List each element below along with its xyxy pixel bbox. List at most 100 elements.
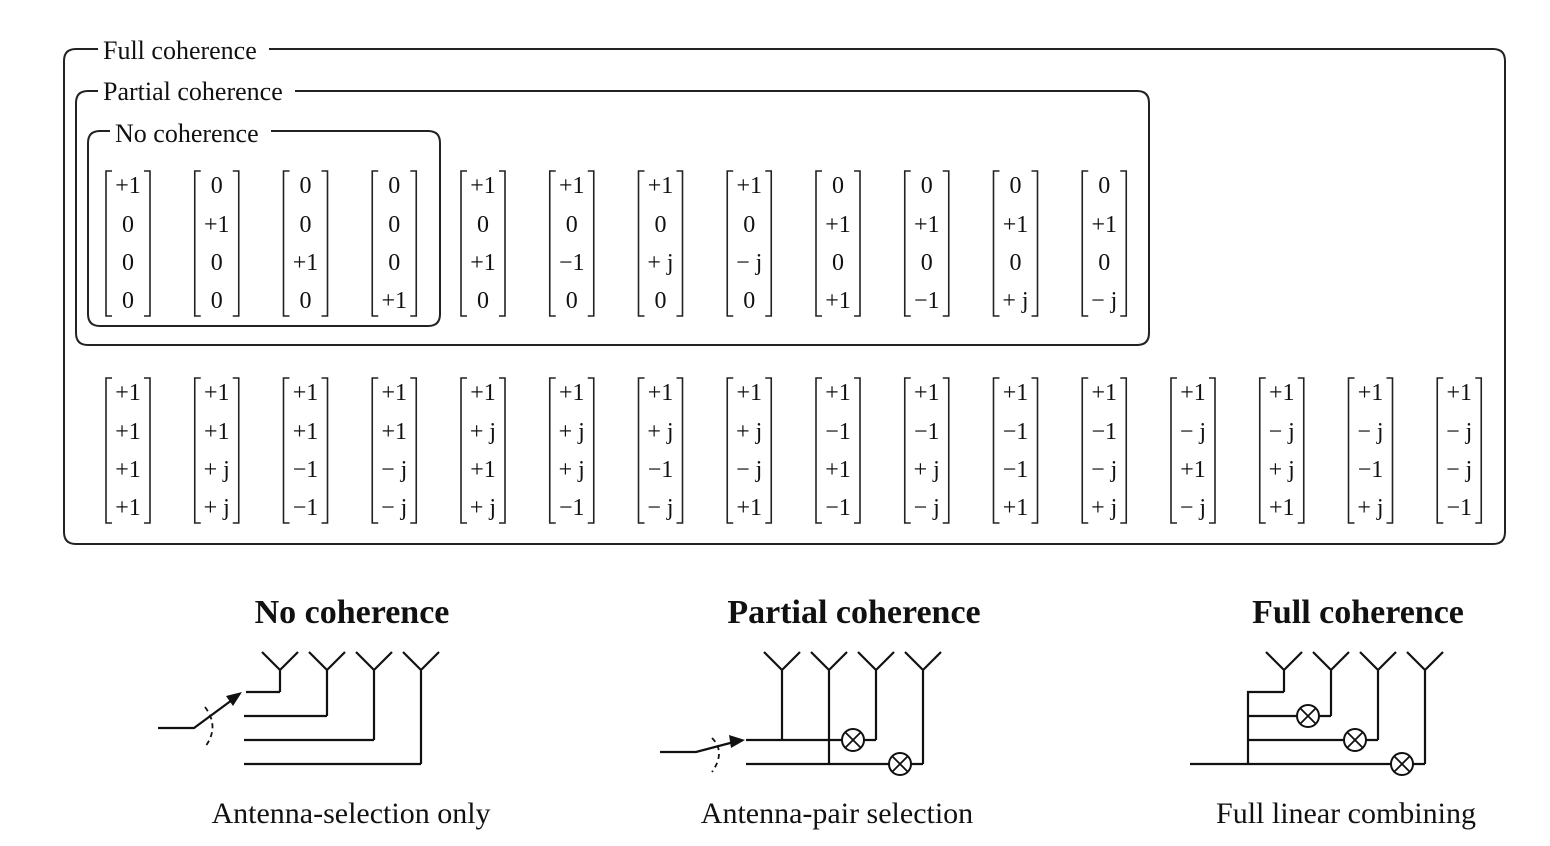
vector-entry: 0 <box>832 250 844 276</box>
partial-coherence-label: Partial coherence <box>103 77 283 106</box>
vector-entry: +1 <box>293 419 319 445</box>
vector-entry: −1 <box>293 457 319 483</box>
vector-entry: −1 <box>914 288 940 314</box>
vector-entry: +1 <box>115 457 141 483</box>
vector-entry: + j <box>914 457 940 483</box>
right-bracket <box>1031 377 1039 524</box>
vector-entry: + j <box>1269 457 1295 483</box>
vector-entry: +1 <box>1003 212 1029 238</box>
vector-entry: − j <box>736 250 762 276</box>
right-bracket <box>1475 377 1483 524</box>
right-bracket <box>410 170 418 317</box>
vector-entry: −1 <box>1358 457 1384 483</box>
vector-entry: + j <box>647 419 673 445</box>
vector-entry: +1 <box>115 495 141 521</box>
precoder-row1-vector-4: 000+1 <box>371 170 418 317</box>
vector-entry: + j <box>204 457 230 483</box>
vector-entry: 0 <box>477 212 489 238</box>
left-bracket <box>548 377 556 524</box>
vector-entry: +1 <box>648 380 674 406</box>
vector-entry: − j <box>1446 457 1472 483</box>
vector-entry: − j <box>1446 419 1472 445</box>
vector-entry: 0 <box>211 250 223 276</box>
switch-arrow-icon <box>226 692 242 706</box>
vector-entry: 0 <box>388 250 400 276</box>
vector-entry: 0 <box>1010 250 1022 276</box>
vector-entry: 0 <box>122 250 134 276</box>
antenna-icon <box>261 651 440 764</box>
vector-entry: 0 <box>122 288 134 314</box>
vector-entry: +1 <box>825 288 851 314</box>
right-bracket <box>144 377 151 524</box>
precoder-row2-vector-5: +1+ j+1+ j <box>460 377 506 524</box>
vector-entry: + j <box>470 495 496 521</box>
left-bracket <box>282 170 290 317</box>
precoder-row1-vector-3: 00+10 <box>282 170 329 317</box>
right-bracket <box>410 377 418 524</box>
left-bracket <box>815 170 822 317</box>
vector-entry: − j <box>1091 457 1117 483</box>
right-bracket <box>765 170 773 317</box>
precoder-row1-vector-2: 0+100 <box>193 170 240 317</box>
vector-entry: 0 <box>655 288 667 314</box>
left-bracket <box>105 377 112 524</box>
vector-entry: 0 <box>1010 173 1022 199</box>
precoder-row2-vector-12: +1−1− j+ j <box>1081 377 1128 524</box>
right-bracket <box>676 170 684 317</box>
left-bracket <box>1081 377 1089 524</box>
vector-entry: −1 <box>559 495 585 521</box>
vector-entry: 0 <box>388 212 400 238</box>
vector-entry: 0 <box>566 288 578 314</box>
vector-entry: + j <box>1357 495 1383 521</box>
vector-entry: + j <box>559 457 585 483</box>
vector-entry: +1 <box>1091 212 1117 238</box>
precoder-row2-vector-11: +1−1−1+1 <box>992 377 1039 524</box>
vector-entry: 0 <box>300 212 312 238</box>
vector-entry: 0 <box>211 288 223 314</box>
left-bracket <box>193 170 201 317</box>
full-coherence-box <box>63 48 1506 545</box>
precoder-row1-vector-6: +10−10 <box>548 170 595 317</box>
left-bracket <box>1170 377 1177 524</box>
vector-entry: +1 <box>648 173 674 199</box>
left-bracket <box>1347 377 1355 524</box>
vector-entry: +1 <box>115 380 141 406</box>
vector-entry: +1 <box>381 288 407 314</box>
precoder-row1-vector-8: +10− j0 <box>726 170 773 317</box>
multiplier-icon <box>1343 728 1367 752</box>
vector-entry: +1 <box>1446 380 1472 406</box>
vector-entry: −1 <box>1003 419 1029 445</box>
right-bracket <box>587 170 595 317</box>
left-bracket <box>1258 377 1266 524</box>
vector-entry: − j <box>1357 419 1383 445</box>
vector-entry: 0 <box>1098 173 1110 199</box>
vector-entry: − j <box>914 495 940 521</box>
vector-entry: +1 <box>470 457 496 483</box>
left-bracket <box>371 170 379 317</box>
vector-entry: 0 <box>743 212 755 238</box>
caption-full-linear-combining: Full linear combining <box>1216 797 1476 830</box>
full-linear-combining-schematic <box>1190 651 1444 776</box>
left-bracket <box>903 377 911 524</box>
left-bracket <box>726 170 734 317</box>
vector-entry: − j <box>1269 419 1295 445</box>
precoder-row1-vector-5: +10+10 <box>460 170 506 317</box>
vector-entry: − j <box>1180 419 1206 445</box>
vectors-row-2: +1+1+1+1+1+1+ j+ j+1+1−1−1+1+1− j− j+1+ … <box>105 377 1483 524</box>
precoder-row1-vector-9: 0+10+1 <box>815 170 861 317</box>
vector-entry: −1 <box>1003 457 1029 483</box>
vector-entry: +1 <box>1180 380 1206 406</box>
switch-arrow-icon <box>729 735 745 748</box>
left-bracket <box>992 377 1000 524</box>
vector-entry: +1 <box>736 380 762 406</box>
right-bracket <box>321 170 329 317</box>
vector-entry: 0 <box>921 173 933 199</box>
panel-title-partial-coherence: Partial coherence <box>727 594 980 631</box>
right-bracket <box>499 377 506 524</box>
vector-entry: +1 <box>293 250 319 276</box>
vector-entry: +1 <box>559 380 585 406</box>
left-bracket <box>105 170 112 317</box>
right-bracket <box>765 377 773 524</box>
precoder-row2-vector-3: +1+1−1−1 <box>282 377 329 524</box>
